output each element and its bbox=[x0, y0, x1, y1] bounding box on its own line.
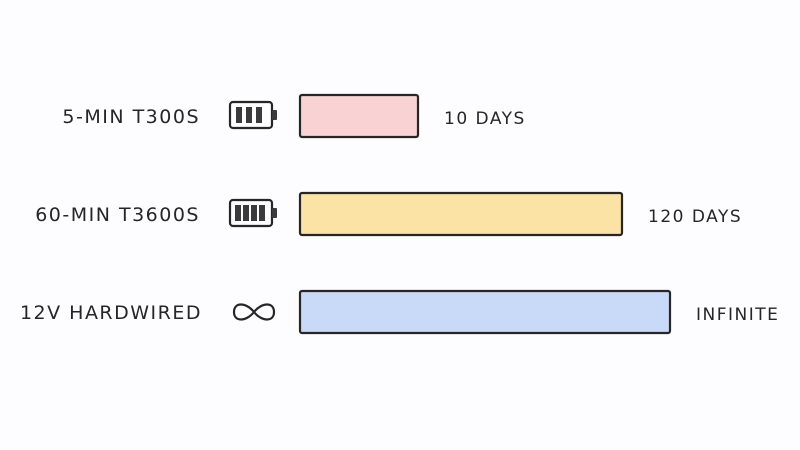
value-label-3: INFINITE bbox=[696, 305, 779, 325]
battery-3-cells-icon bbox=[228, 100, 277, 130]
value-label-1: 10 DAYS bbox=[444, 109, 526, 129]
category-label-3: 12V HARDWIRED bbox=[20, 302, 202, 324]
bar-2 bbox=[298, 191, 624, 237]
category-label-1: 5-MIN T300S bbox=[62, 106, 200, 128]
category-label-2: 60-MIN T3600S bbox=[35, 204, 200, 226]
chart-row-1: 5-MIN T300S 10 DAYS bbox=[62, 93, 526, 139]
bar-3 bbox=[298, 289, 672, 335]
chart-row-2: 60-MIN T3600S 120 DAYS bbox=[35, 191, 742, 237]
bar-1 bbox=[298, 93, 420, 139]
chart-row-3: 12V HARDWIRED INFINITE bbox=[20, 289, 779, 335]
battery-4-cells-icon bbox=[228, 198, 277, 228]
value-label-2: 120 DAYS bbox=[648, 207, 742, 227]
infinity-icon bbox=[232, 303, 276, 321]
